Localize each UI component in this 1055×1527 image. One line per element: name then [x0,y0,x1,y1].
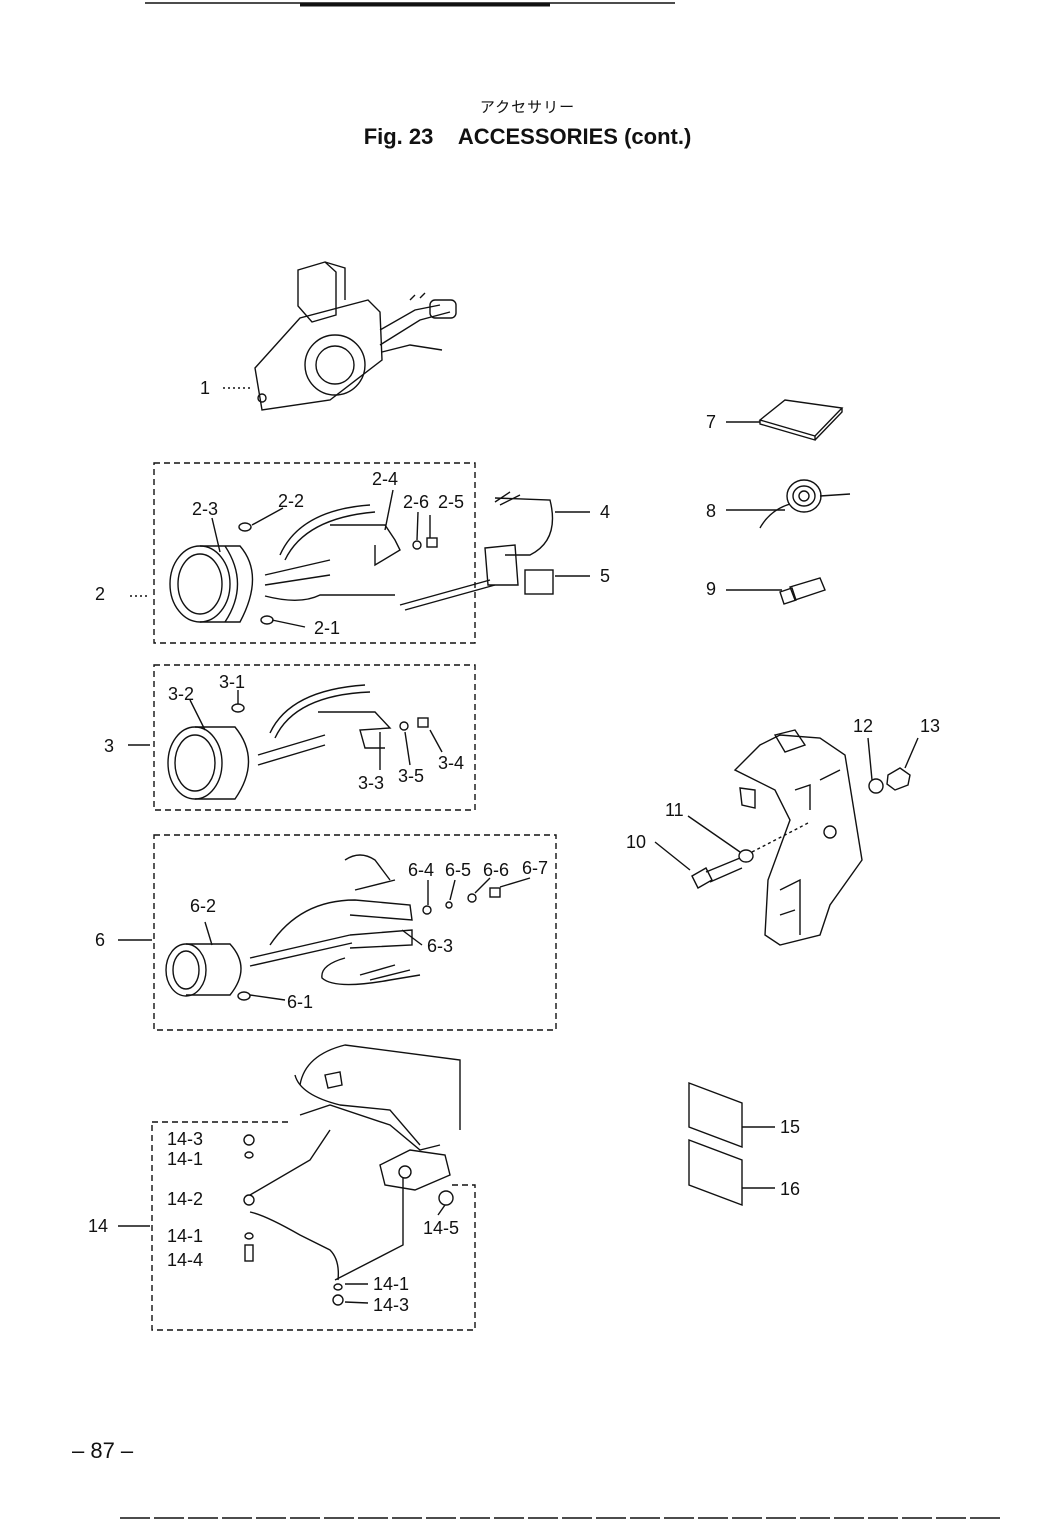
callout-1: 1 [200,378,210,398]
leader-14-3b [344,1301,369,1304]
callout-14-1-a: 14-1 [167,1149,203,1169]
callout-14-2: 14-2 [167,1189,203,1209]
engine-cover-cable-part-14 [243,1044,461,1306]
cap-part-9 [779,577,826,605]
leader-3-5 [404,731,411,766]
callout-5: 5 [600,566,610,586]
group-box-3 [153,664,476,811]
callout-6: 6 [95,930,105,950]
leader-12 [867,737,873,781]
connector-part-5 [524,569,554,595]
figure-name: ACCESSORIES (cont.) [457,124,692,149]
coil-part-8 [759,479,851,529]
leader-6-3 [401,929,423,946]
callout-6-5: 6-5 [445,860,471,880]
callout-7: 7 [706,412,716,432]
leader-6-7 [499,877,531,888]
page-number: – 87 – [72,1438,134,1463]
tachometer-gauge-2 [169,504,438,625]
callout-9: 9 [706,579,716,599]
callout-14-3-b: 14-3 [373,1295,409,1315]
callout-12: 12 [853,716,873,736]
callout-13: 13 [920,716,940,736]
callout-6-6: 6-6 [483,860,509,880]
callout-2-5: 2-5 [438,492,464,512]
callout-14-5: 14-5 [423,1218,459,1238]
callout-10: 10 [626,832,646,852]
leader-3-4 [429,729,443,753]
leader-2-6 [416,511,419,541]
callout-4: 4 [600,502,610,522]
callout-3-3: 3-3 [358,773,384,793]
callout-15: 15 [780,1117,800,1137]
leader-2-1 [271,619,306,628]
callout-14-4: 14-4 [167,1250,203,1270]
callout-8: 8 [706,501,716,521]
leader-6-5 [449,879,456,901]
callout-6-2: 6-2 [190,896,216,916]
washer-part-11 [738,849,754,863]
callout-3: 3 [104,736,114,756]
callout-3-4: 3-4 [438,753,464,773]
leader-6-1 [249,994,286,1001]
callout-6-1: 6-1 [287,992,313,1012]
callout-2: 2 [95,584,105,604]
leader-2-3 [211,517,221,553]
hour-meter-gauge-6 [165,854,501,1001]
wire-harness-part [399,491,554,611]
figure-title: Fig. 23 ACCESSORIES (cont.) [0,124,1055,150]
callout-6-3: 6-3 [427,936,453,956]
decal-part-15 [688,1081,743,1149]
callout-14-1-c: 14-1 [373,1274,409,1294]
leader-13 [904,737,919,769]
callout-6-4: 6-4 [408,860,434,880]
callout-3-5: 3-5 [398,766,424,786]
remote-control-box-part [254,261,457,411]
trim-meter-gauge-3 [167,684,429,800]
callout-11: 11 [665,800,684,820]
decal-part-16 [688,1138,743,1207]
group-box-6 [153,834,557,1031]
callout-2-3: 2-3 [192,499,218,519]
callout-14: 14 [88,1216,108,1236]
callout-16: 16 [780,1179,800,1199]
callout-2-6: 2-6 [403,492,429,512]
callout-2-4: 2-4 [372,469,398,489]
callout-3-2: 3-2 [168,684,194,704]
callout-2-2: 2-2 [278,491,304,511]
bolt-part-10 [691,857,743,889]
leader-10 [654,841,691,871]
leader-6-6 [474,877,491,894]
callout-14-1-b: 14-1 [167,1226,203,1246]
washer-part-12 [868,778,884,794]
callout-6-7: 6-7 [522,858,548,878]
group-box-14 [151,1121,476,1331]
subtitle-japanese: アクセサリー [479,99,576,116]
leader-6-2 [204,921,213,946]
callout-14-3-a: 14-3 [167,1129,203,1149]
callout-3-1: 3-1 [219,672,245,692]
leader-2-4 [384,489,394,531]
leader-14-5 [437,1204,446,1216]
leader-3-2 [189,699,206,731]
pad-part-7 [758,399,844,437]
callout-2-1: 2-1 [314,618,340,638]
figure-number: Fig. 23 [363,124,434,149]
group-box-2 [153,462,476,644]
leader-11 [687,815,741,853]
clamp-bracket-part [733,729,863,946]
nut-part-13 [886,767,911,791]
leader-2-2 [251,507,284,526]
